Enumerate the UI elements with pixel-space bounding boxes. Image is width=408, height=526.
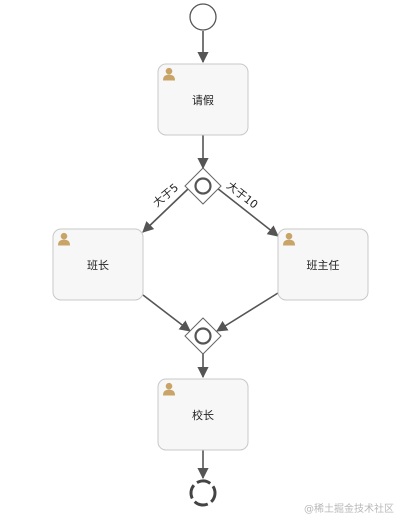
flow-split-to-head-teacher[interactable] [216, 187, 279, 237]
task-label-principal: 校长 [192, 408, 214, 422]
flow-head-teacher-to-join[interactable] [216, 292, 279, 332]
gateway-circle-icon [194, 177, 212, 195]
task-label-leave-request: 请假 [192, 93, 214, 107]
start-event[interactable] [189, 3, 217, 31]
task-principal[interactable]: 校长 [157, 378, 249, 451]
watermark: @稀土掘金技术社区 [304, 504, 394, 515]
gateway-circle-icon [194, 327, 212, 345]
task-head-teacher[interactable]: 班主任 [277, 228, 369, 301]
task-leave-request[interactable]: 请假 [157, 63, 249, 136]
task-label-head-teacher: 班主任 [307, 259, 340, 272]
task-class-monitor[interactable]: 班长 [52, 228, 144, 301]
split-gateway[interactable] [184, 167, 222, 205]
flow-class-monitor-to-join[interactable] [142, 294, 191, 332]
end-event[interactable] [188, 478, 219, 509]
join-gateway[interactable] [184, 317, 222, 355]
flow-split-to-class-monitor[interactable] [142, 187, 190, 233]
task-label-class-monitor: 班长 [87, 259, 109, 272]
condition-label-gt5: 大于5 [150, 180, 181, 209]
condition-label-gt10: 大于10 [224, 178, 261, 211]
